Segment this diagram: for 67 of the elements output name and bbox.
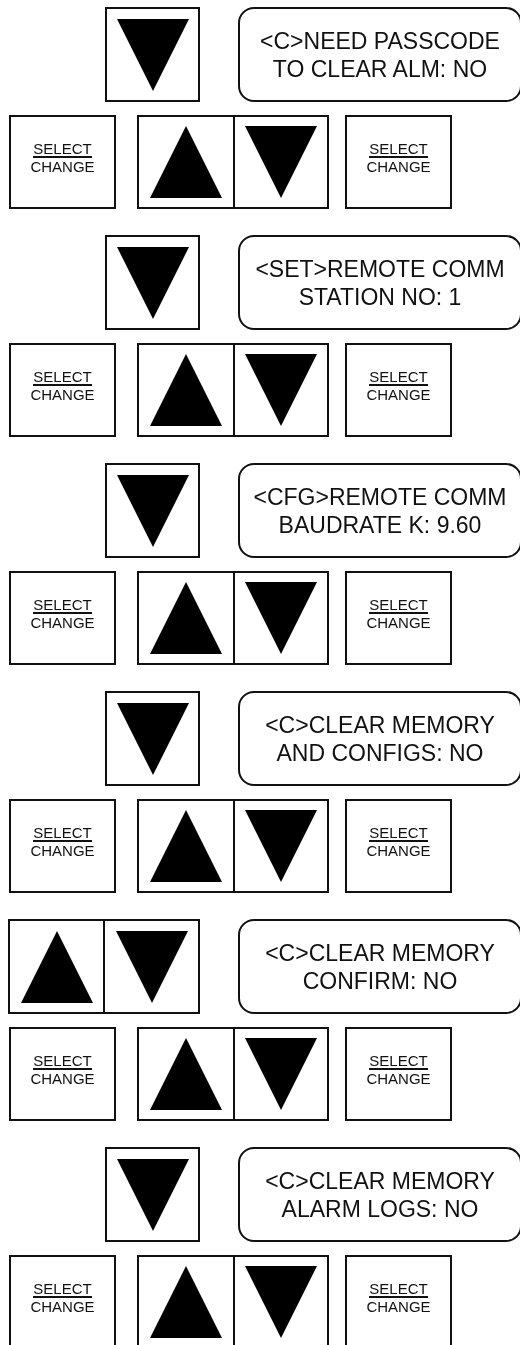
key-label: SELECT bbox=[33, 1281, 92, 1298]
key-label: SELECT bbox=[369, 1281, 428, 1298]
key-label: CHANGE bbox=[366, 614, 431, 631]
key-label: SELECT bbox=[369, 369, 428, 386]
key-label: CHANGE bbox=[366, 158, 431, 175]
key-label: CHANGE bbox=[366, 386, 431, 403]
select-change-key bbox=[345, 571, 452, 665]
key-label: SELECT bbox=[369, 141, 428, 158]
select-change-key bbox=[345, 1027, 452, 1121]
lcd-display bbox=[238, 691, 520, 786]
arrow-key bbox=[233, 115, 329, 209]
select-change-key bbox=[345, 115, 452, 209]
display-text: <C>CLEAR MEMORY AND CONFIGS: NO bbox=[264, 710, 496, 767]
arrow-key bbox=[8, 919, 105, 1014]
key-label: CHANGE bbox=[30, 386, 95, 403]
select-change-key bbox=[9, 799, 116, 893]
key-label: CHANGE bbox=[30, 158, 95, 175]
arrow-key bbox=[233, 1027, 329, 1121]
select-change-key bbox=[345, 343, 452, 437]
display-text: <SET>REMOTE COMM STATION NO: 1 bbox=[254, 254, 506, 311]
key-label: CHANGE bbox=[366, 1298, 431, 1315]
arrow-key bbox=[137, 799, 235, 893]
arrow-key bbox=[233, 799, 329, 893]
arrow-key bbox=[105, 235, 200, 330]
select-change-key bbox=[9, 571, 116, 665]
select-change-key bbox=[9, 1027, 116, 1121]
key-label: SELECT bbox=[369, 825, 428, 842]
key-label: CHANGE bbox=[30, 842, 95, 859]
select-change-key bbox=[345, 1255, 452, 1345]
display-text: <C>CLEAR MEMORY CONFIRM: NO bbox=[264, 938, 496, 995]
key-label: SELECT bbox=[33, 825, 92, 842]
key-label: CHANGE bbox=[30, 1298, 95, 1315]
arrow-key bbox=[137, 343, 235, 437]
arrow-key bbox=[137, 571, 235, 665]
display-text: <C>NEED PASSCODE TO CLEAR ALM: NO bbox=[259, 26, 501, 83]
display-text: <C>CLEAR MEMORY ALARM LOGS: NO bbox=[264, 1166, 496, 1223]
select-change-key bbox=[9, 1255, 116, 1345]
arrow-key bbox=[105, 463, 200, 558]
key-label: SELECT bbox=[33, 369, 92, 386]
key-label: CHANGE bbox=[366, 842, 431, 859]
arrow-key bbox=[105, 1147, 200, 1242]
key-label: CHANGE bbox=[30, 1070, 95, 1087]
key-label: CHANGE bbox=[366, 1070, 431, 1087]
key-label: SELECT bbox=[369, 1053, 428, 1070]
key-label: SELECT bbox=[33, 1053, 92, 1070]
key-label: SELECT bbox=[33, 141, 92, 158]
arrow-key bbox=[233, 571, 329, 665]
arrow-key bbox=[137, 1255, 235, 1345]
select-change-key bbox=[9, 115, 116, 209]
arrow-key bbox=[105, 7, 200, 102]
arrow-key bbox=[137, 1027, 235, 1121]
lcd-display bbox=[238, 235, 520, 330]
select-change-key bbox=[9, 343, 116, 437]
arrow-key bbox=[105, 691, 200, 786]
lcd-display bbox=[238, 463, 520, 558]
lcd-display bbox=[238, 919, 520, 1014]
key-label: SELECT bbox=[33, 597, 92, 614]
select-change-key bbox=[345, 799, 452, 893]
key-label: CHANGE bbox=[30, 614, 95, 631]
lcd-display bbox=[238, 7, 520, 102]
key-label: SELECT bbox=[369, 597, 428, 614]
arrow-key bbox=[103, 919, 200, 1014]
arrow-key bbox=[137, 115, 235, 209]
display-text: <CFG>REMOTE COMM BAUDRATE K: 9.60 bbox=[252, 482, 508, 539]
arrow-key bbox=[233, 343, 329, 437]
lcd-display bbox=[238, 1147, 520, 1242]
arrow-key bbox=[233, 1255, 329, 1345]
